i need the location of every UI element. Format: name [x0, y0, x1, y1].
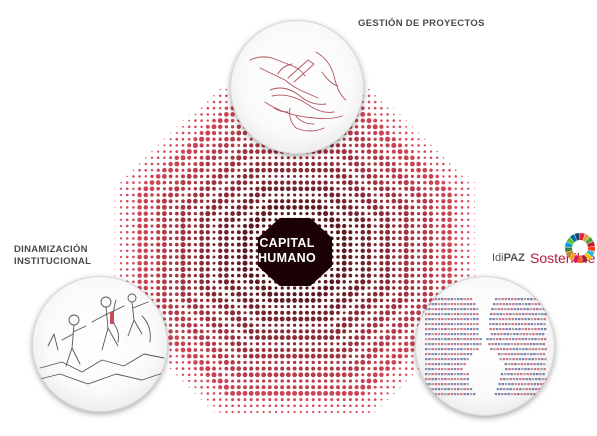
center-title: CAPITAL HUMANO: [237, 236, 337, 266]
people-climbing-icon: [35, 293, 167, 385]
text-faces-icon: [425, 298, 548, 396]
label-dinamizacion-line1: DINAMIZACIÓN: [14, 244, 88, 255]
label-dinamizacion-institucional: DINAMIZACIÓN INSTITUCIONAL: [14, 244, 91, 268]
label-gestion-proyectos: GESTIÓN DE PROYECTOS: [358, 18, 485, 29]
sdg-wheel-icon: [565, 233, 595, 263]
helping-climb-illustration: [32, 276, 168, 412]
label-dinamizacion-line2: INSTITUCIONAL: [14, 256, 92, 267]
logo-paz: PAZ: [503, 252, 525, 264]
center-title-line2: HUMANO: [257, 251, 317, 265]
logo-prefix: Idi: [492, 252, 504, 264]
writing-hand-illustration: [230, 20, 364, 154]
writing-hand-icon: [249, 51, 347, 132]
idipaz-sostenible-logo: IdiPAZ Sostenible: [492, 232, 596, 274]
logo-idipaz: IdiPAZ: [492, 252, 525, 264]
text-faces-illustration: [415, 276, 555, 416]
center-title-line1: CAPITAL: [259, 236, 315, 250]
